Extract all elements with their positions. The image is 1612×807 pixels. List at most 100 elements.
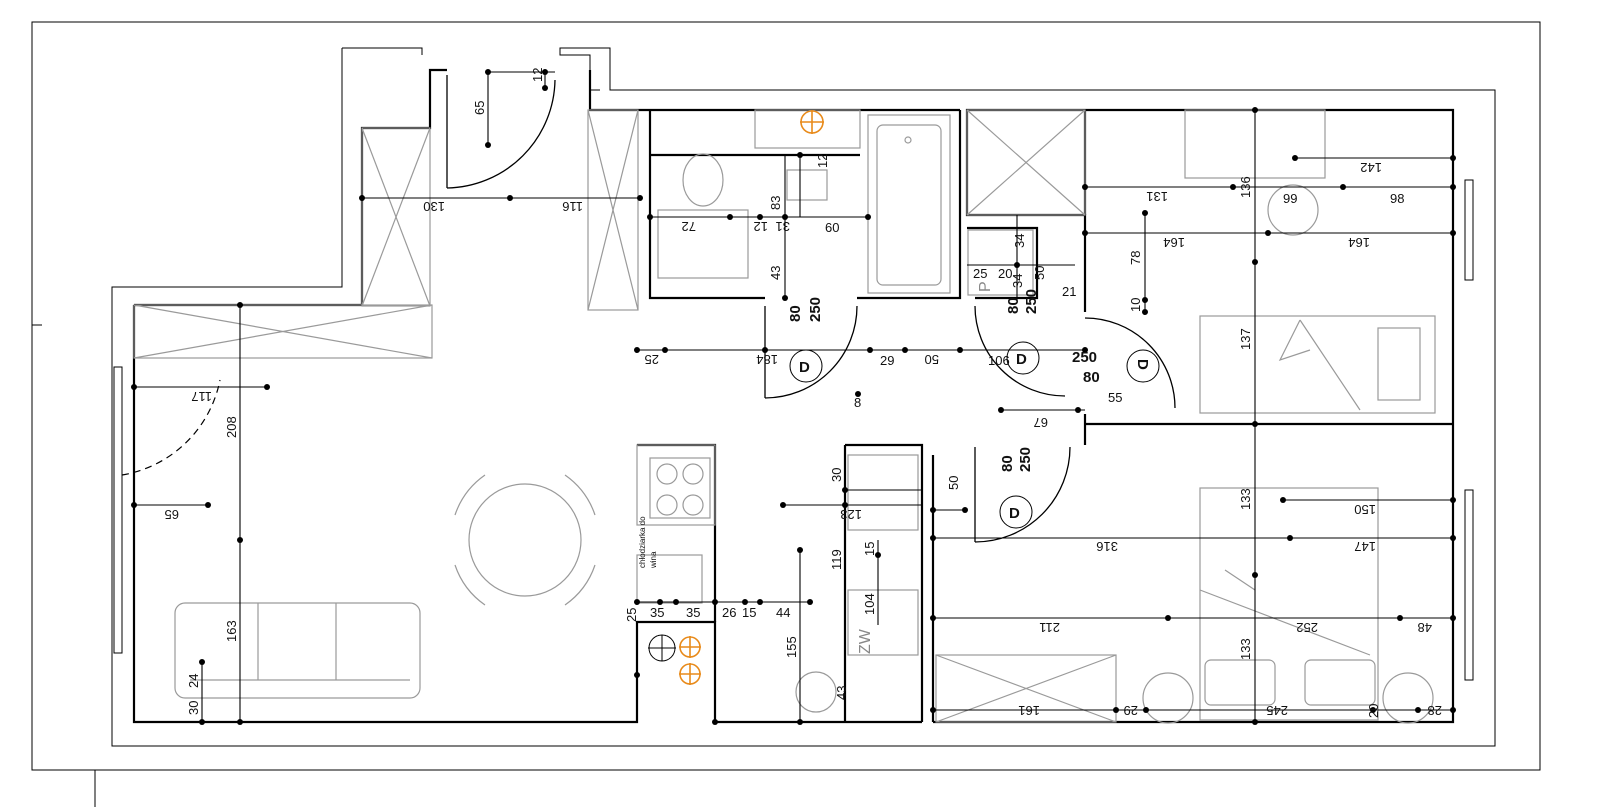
dimension-tick	[1142, 210, 1148, 216]
dimension-tick	[757, 599, 763, 605]
dimension-tick	[1014, 262, 1020, 268]
dimension-tick	[842, 487, 848, 493]
dimension-tick	[542, 69, 548, 75]
dimension-tick	[962, 507, 968, 513]
dim-label: 50	[1032, 266, 1047, 280]
dim-label: 99	[1283, 191, 1297, 206]
dimension-tick	[1142, 309, 1148, 315]
dim-label: 60	[825, 220, 839, 235]
svg-text:D: D	[1134, 359, 1151, 370]
dim-label: 78	[1128, 251, 1143, 265]
dimension-tick	[782, 295, 788, 301]
svg-text:250: 250	[1072, 349, 1097, 366]
dimension-tick	[657, 599, 663, 605]
svg-text:D: D	[1009, 505, 1020, 522]
dim-label: 117	[191, 389, 212, 404]
dimension-tick	[1252, 572, 1258, 578]
dim-label: 131	[1146, 189, 1168, 204]
dim-label: 20	[998, 266, 1012, 281]
door-marker: D 80 250	[1005, 289, 1040, 375]
dimension-tick	[1082, 347, 1088, 353]
dimension-tick	[1252, 107, 1258, 113]
zw-label: ZW	[857, 628, 874, 654]
dim-label: 65	[165, 507, 179, 522]
dim-label: 20	[1366, 704, 1381, 718]
dim-label: 147	[1354, 539, 1376, 554]
dim-label: 25	[645, 352, 659, 367]
dimension-tick	[647, 214, 653, 220]
dim-label: 48	[1418, 620, 1432, 635]
wine-label: wina	[649, 551, 658, 569]
dimension-tick	[867, 347, 873, 353]
dim-label: 252	[1296, 620, 1318, 635]
building-outline	[111, 47, 1496, 747]
dimension-tick	[1370, 707, 1376, 713]
svg-text:80: 80	[787, 305, 804, 322]
fridge-label: chłodziarka do	[638, 516, 647, 568]
dimension-tick	[199, 719, 205, 725]
svg-text:80: 80	[1083, 369, 1100, 386]
dimension-tick	[1450, 184, 1456, 190]
dim-label: 65	[472, 101, 487, 115]
dimension-tick	[634, 347, 640, 353]
svg-text:D: D	[1016, 351, 1027, 368]
dimension-tick	[634, 599, 640, 605]
dim-label: 184	[756, 352, 778, 367]
dimension-tick	[780, 502, 786, 508]
dim-label: 43	[834, 686, 849, 700]
dim-label: 12	[815, 154, 830, 168]
dimension-tick	[1340, 184, 1346, 190]
dimension-tick	[902, 347, 908, 353]
dimension-tick	[1165, 615, 1171, 621]
dimension-tick	[1450, 230, 1456, 236]
dimension-tick	[930, 507, 936, 513]
dim-label: 67	[1034, 415, 1048, 430]
dim-label: 142	[1360, 160, 1382, 175]
dimension-tick	[727, 214, 733, 220]
dim-label: 15	[862, 542, 877, 556]
dimension-tick	[930, 707, 936, 713]
dim-label: 26	[722, 605, 736, 620]
p-label: P	[977, 281, 994, 292]
dimension-tick	[634, 672, 640, 678]
dimension-labels: 130 116 65 12 72 12 31 60 83 12 43 131 1…	[165, 68, 1442, 718]
dimension-tick	[1450, 497, 1456, 503]
dim-label: 163	[224, 620, 239, 642]
dimension-tick	[662, 347, 668, 353]
dim-label: 12	[754, 219, 768, 234]
door-marker: D 80 250	[999, 447, 1034, 529]
door-marker: D 80 250	[787, 297, 824, 383]
drawing-frame	[31, 21, 1541, 807]
dimension-tick	[1287, 535, 1293, 541]
dimension-tick	[757, 214, 763, 220]
dimension-tick	[1252, 259, 1258, 265]
dim-label: 161	[1018, 703, 1040, 718]
dim-label: 245	[1266, 703, 1288, 718]
svg-text:250: 250	[807, 297, 824, 322]
dim-label: 43	[768, 266, 783, 280]
dimension-tick	[1280, 497, 1286, 503]
dimension-tick	[1450, 615, 1456, 621]
dimension-tick	[930, 615, 936, 621]
dim-label: 104	[862, 593, 877, 615]
svg-text:D: D	[799, 359, 810, 376]
dimension-tick	[1142, 297, 1148, 303]
dimension-tick	[1082, 184, 1088, 190]
dim-label: 133	[1238, 488, 1253, 510]
svg-text:250: 250	[1023, 289, 1040, 314]
dimension-tick	[237, 719, 243, 725]
dim-label: 55	[1108, 390, 1122, 405]
dimension-tick	[1252, 719, 1258, 725]
dim-label: 30	[829, 468, 844, 482]
dimension-tick	[797, 547, 803, 553]
dimension-tick	[485, 69, 491, 75]
dimension-tick	[1450, 535, 1456, 541]
dimension-tick	[542, 85, 548, 91]
dim-label: 50	[946, 476, 961, 490]
dimension-tick	[507, 195, 513, 201]
windows	[113, 179, 1496, 681]
svg-text:80: 80	[999, 455, 1016, 472]
dim-label: 35	[686, 605, 700, 620]
dimension-tick	[1252, 421, 1258, 427]
dimension-tick	[957, 347, 963, 353]
